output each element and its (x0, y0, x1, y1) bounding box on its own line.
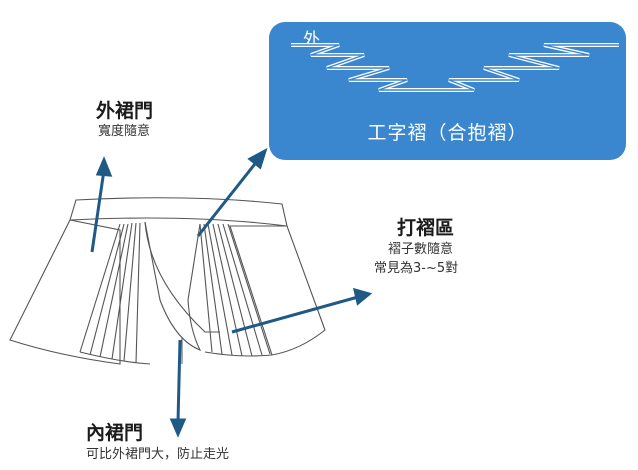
arrow-outer-door (90, 169, 106, 253)
inner-door-title: 內裙門 (86, 422, 144, 444)
waistband (69, 197, 288, 227)
inner-door-subtitle: 可比外裙門大，防止走光 (86, 447, 230, 462)
outer-door-subtitle: 寬度隨意 (98, 124, 151, 139)
left-pleats (79, 222, 151, 365)
right-skirt-panel (229, 225, 326, 356)
right-pleats (199, 223, 273, 357)
panel-caption: 工字褶（合抱褶） (367, 122, 528, 144)
zigzag-inner (291, 44, 619, 91)
arrow-to-panel (196, 159, 260, 237)
pleat-area-title: 打褶區 (397, 217, 455, 239)
outer-door-title: 外裙門 (96, 100, 154, 122)
arrow-pleat-area (231, 295, 359, 334)
arrow-inner-door (176, 339, 182, 423)
pleat-diagram-panel: 外 工字褶（合抱褶） (269, 22, 626, 160)
pleat-area-subtitle-2: 常見為3-~5對 (374, 261, 459, 276)
box-pleat-zigzag (291, 43, 619, 92)
inner-door-panel (144, 221, 202, 352)
pleat-area-subtitle-1: 褶子數隨意 (388, 242, 454, 257)
left-skirt-panel (9, 219, 121, 365)
